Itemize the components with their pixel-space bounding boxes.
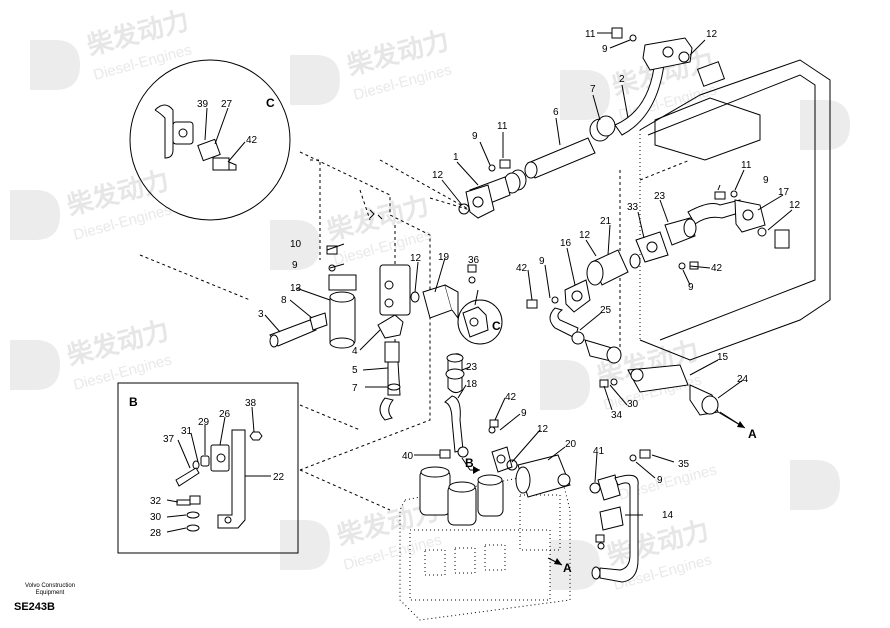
label-part-12: 12 bbox=[432, 170, 444, 181]
label-part-13: 13 bbox=[290, 283, 302, 294]
label-part-33: 33 bbox=[627, 202, 639, 213]
label-view-b: B bbox=[129, 395, 138, 409]
label-part-27: 27 bbox=[221, 99, 233, 110]
right-pipe-assembly bbox=[526, 190, 767, 416]
label-part-39: 39 bbox=[197, 99, 209, 110]
label-part-7: 7 bbox=[352, 383, 358, 394]
label-part-11: 11 bbox=[741, 160, 752, 171]
label-part-37: 37 bbox=[163, 434, 175, 445]
label-part-9: 9 bbox=[292, 260, 298, 271]
diagram-code: SE243B bbox=[14, 601, 55, 613]
label-part-21: 21 bbox=[600, 216, 612, 227]
label-part-11: 11 bbox=[497, 121, 508, 132]
label-part-26: 26 bbox=[219, 409, 231, 420]
hose-assembly bbox=[439, 353, 651, 583]
radiator-assembly bbox=[619, 59, 831, 361]
label-part-6: 6 bbox=[553, 107, 559, 118]
view-c-detail bbox=[129, 59, 291, 221]
label-part-23: 23 bbox=[466, 362, 478, 373]
arrow-a bbox=[461, 411, 746, 566]
label-part-29: 29 bbox=[198, 417, 210, 428]
left-filter-assembly bbox=[269, 245, 503, 421]
label-part-7: 7 bbox=[590, 84, 596, 95]
label-part-9: 9 bbox=[602, 44, 608, 55]
control-valve bbox=[399, 466, 571, 621]
label-part-32: 32 bbox=[150, 496, 162, 507]
label-part-12: 12 bbox=[410, 253, 422, 264]
label-part-42: 42 bbox=[505, 392, 517, 403]
label-part-12: 12 bbox=[537, 424, 549, 435]
label-part-5: 5 bbox=[352, 365, 358, 376]
label-part-12: 12 bbox=[706, 29, 718, 40]
label-view-a: A bbox=[748, 427, 757, 441]
part-labels: 11 9 12 2 7 6 9 11 1 12 11 9 17 12 23 33… bbox=[129, 29, 801, 575]
view-b-detail bbox=[117, 382, 299, 554]
label-part-23: 23 bbox=[654, 191, 666, 202]
label-part-42: 42 bbox=[246, 135, 258, 146]
label-view-b: B bbox=[465, 456, 474, 470]
label-part-30: 30 bbox=[627, 399, 639, 410]
label-part-31: 31 bbox=[181, 426, 193, 437]
leader-lines bbox=[166, 32, 793, 533]
label-part-9: 9 bbox=[657, 475, 663, 486]
label-part-10: 10 bbox=[290, 239, 302, 250]
label-part-15: 15 bbox=[717, 352, 729, 363]
label-part-17: 17 bbox=[778, 187, 790, 198]
label-part-12: 12 bbox=[579, 230, 591, 241]
label-part-24: 24 bbox=[737, 374, 749, 385]
label-part-9: 9 bbox=[472, 131, 478, 142]
publisher-line-1: Volvo Construction bbox=[24, 583, 76, 589]
label-part-14: 14 bbox=[662, 510, 674, 521]
label-part-12: 12 bbox=[789, 200, 801, 211]
upper-pipe-assembly bbox=[458, 27, 693, 219]
label-part-42: 42 bbox=[516, 263, 528, 274]
label-part-35: 35 bbox=[678, 459, 690, 470]
label-part-9: 9 bbox=[521, 408, 527, 419]
label-part-22: 22 bbox=[273, 472, 285, 483]
label-part-19: 19 bbox=[438, 252, 450, 263]
publisher-footer: Volvo Construction Equipment bbox=[10, 583, 90, 597]
label-part-4: 4 bbox=[352, 346, 358, 357]
label-part-20: 20 bbox=[565, 439, 577, 450]
label-part-8: 8 bbox=[281, 295, 287, 306]
label-part-9: 9 bbox=[688, 282, 694, 293]
publisher-line-2: Equipment bbox=[35, 590, 65, 596]
label-part-38: 38 bbox=[245, 398, 257, 409]
label-part-11: 11 bbox=[585, 29, 596, 40]
watermark-logo-icon bbox=[10, 40, 850, 590]
label-view-c: C bbox=[492, 319, 501, 333]
label-part-28: 28 bbox=[150, 528, 162, 539]
label-part-34: 34 bbox=[611, 410, 623, 421]
label-part-18: 18 bbox=[466, 379, 478, 390]
label-part-9: 9 bbox=[539, 256, 545, 267]
label-part-36: 36 bbox=[468, 255, 480, 266]
label-part-3: 3 bbox=[258, 309, 264, 320]
label-view-c: C bbox=[266, 96, 275, 110]
label-part-30: 30 bbox=[150, 512, 162, 523]
label-part-25: 25 bbox=[600, 305, 612, 316]
label-part-1: 1 bbox=[453, 152, 459, 163]
label-part-16: 16 bbox=[560, 238, 572, 249]
label-part-42: 42 bbox=[711, 263, 723, 274]
label-part-40: 40 bbox=[402, 451, 414, 462]
label-part-2: 2 bbox=[619, 74, 625, 85]
label-view-a: A bbox=[563, 561, 572, 575]
label-part-41: 41 bbox=[593, 446, 605, 457]
label-part-9: 9 bbox=[763, 175, 769, 186]
